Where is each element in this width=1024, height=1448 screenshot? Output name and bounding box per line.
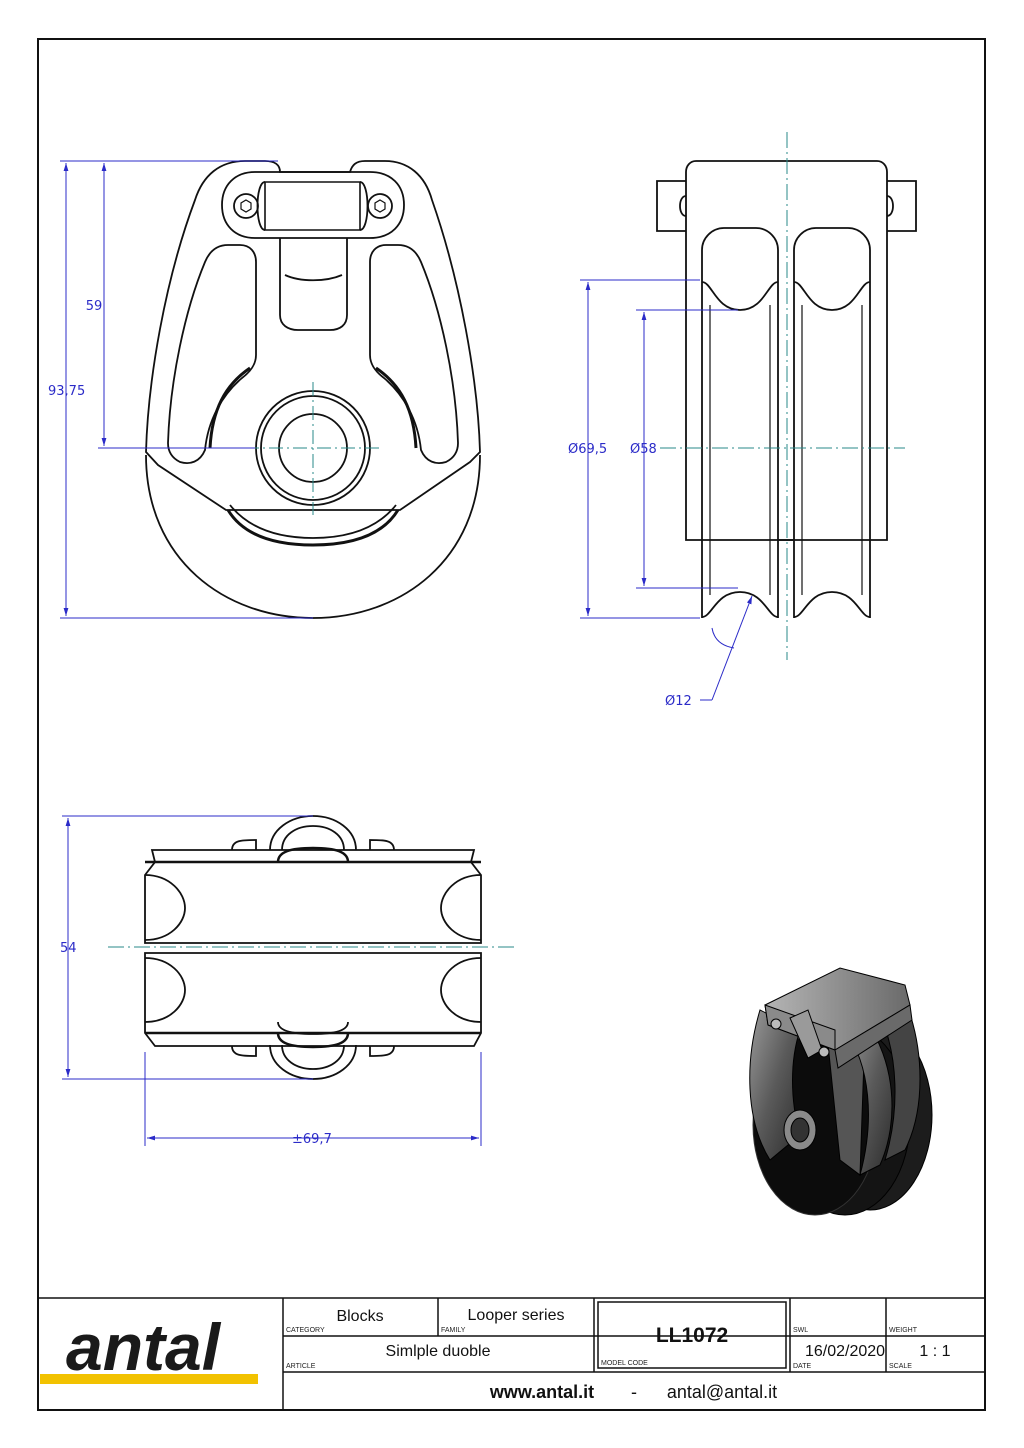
family-value: Looper series (468, 1307, 565, 1324)
article-label: ARTICLE (286, 1363, 316, 1370)
email-link[interactable]: antal@antal.it (667, 1382, 777, 1402)
block-3d-render (749, 967, 933, 1216)
article-value: Simlple duoble (386, 1343, 491, 1360)
category-value: Blocks (336, 1308, 383, 1325)
contact-separator: - (631, 1382, 637, 1402)
website-link[interactable]: www.antal.it (489, 1382, 594, 1402)
side-centerlines (660, 132, 905, 660)
top-dimensions (62, 815, 482, 1146)
scale-value: 1 : 1 (919, 1343, 950, 1360)
drawing-frame (37, 38, 986, 1411)
date-label: DATE (793, 1363, 811, 1370)
dim-height-axle: 59 (86, 299, 103, 314)
front-dimensions (60, 160, 313, 619)
family-label: FAMILY (441, 1327, 466, 1334)
date-value: 16/02/2020 (805, 1343, 885, 1360)
swl-label: SWL (793, 1327, 808, 1334)
brand-logo: antal (66, 1310, 222, 1384)
dim-height-total: 93,75 (48, 384, 85, 399)
side-dimensions (580, 279, 753, 701)
logo-bar (40, 1374, 258, 1384)
dim-dia-outer: Ø69,5 (568, 442, 607, 457)
front-centerlines (245, 382, 382, 515)
dim-dia-inner: Ø58 (630, 442, 657, 457)
weight-label: WEIGHT (889, 1327, 918, 1334)
dim-width-top: ±69,7 (292, 1132, 332, 1147)
dim-height-top: 54 (60, 941, 77, 956)
category-label: CATEGORY (286, 1327, 325, 1334)
model-code-label: MODEL CODE (601, 1360, 648, 1367)
dim-dia-rope: Ø12 (665, 694, 692, 709)
scale-label: SCALE (889, 1363, 912, 1370)
title-block (38, 1297, 985, 1410)
model-code-value: LL1072 (656, 1324, 728, 1347)
side-view (656, 160, 917, 618)
